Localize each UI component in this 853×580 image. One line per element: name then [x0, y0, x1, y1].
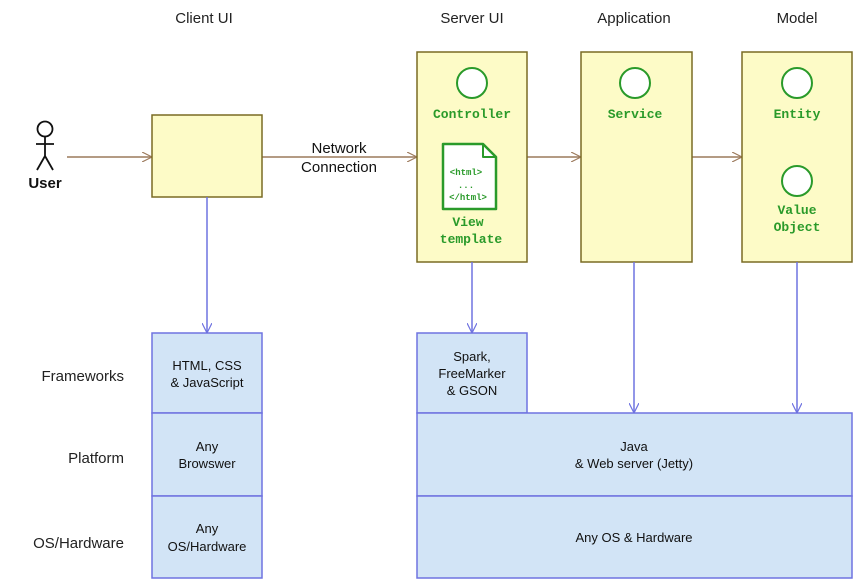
- client-platform-line2: Browswer: [178, 456, 236, 471]
- html-icon-line2: ...: [458, 181, 474, 191]
- controller-component-icon: [456, 67, 488, 99]
- view-template-label-line2: template: [440, 232, 503, 247]
- client-os-line1: Any: [196, 521, 219, 536]
- server-frameworks-line3: & GSON: [447, 383, 498, 398]
- html-file-icon: [441, 142, 498, 211]
- server-os-label: Any OS & Hardware: [575, 530, 692, 545]
- value-object-component-icon: [781, 165, 813, 197]
- row-header-os-hardware: OS/Hardware: [33, 535, 124, 552]
- network-label-line1: Network: [311, 140, 367, 157]
- client-os-layer: [151, 495, 263, 579]
- server-frameworks-line1: Spark,: [453, 349, 491, 364]
- client-frameworks-layer: [151, 332, 263, 414]
- server-platform-line2: & Web server (Jetty): [575, 456, 693, 471]
- row-header-platform: Platform: [68, 450, 124, 467]
- client-os-line2: OS/Hardware: [168, 539, 247, 554]
- column-header-server-ui: Server UI: [440, 10, 503, 27]
- entity-label: Entity: [774, 107, 821, 122]
- column-header-model: Model: [777, 10, 818, 27]
- server-platform-line1: Java: [620, 439, 648, 454]
- html-icon-line1: <html>: [450, 168, 482, 178]
- column-header-client-ui: Client UI: [175, 10, 233, 27]
- value-object-label-line1: Value: [777, 203, 816, 218]
- server-frameworks-layer: [416, 332, 528, 414]
- service-component-icon: [619, 67, 651, 99]
- user-label: User: [28, 175, 62, 192]
- value-object-label-line2: Object: [774, 220, 821, 235]
- client-frameworks-line1: HTML, CSS: [172, 358, 242, 373]
- html-icon-line3: </html>: [449, 193, 487, 203]
- user-actor-icon: [36, 120, 54, 171]
- client-platform-line1: Any: [196, 439, 219, 454]
- row-header-frameworks: Frameworks: [41, 368, 124, 385]
- service-label: Service: [608, 107, 663, 122]
- client-ui-box: [151, 114, 263, 198]
- server-frameworks-line2: FreeMarker: [438, 366, 506, 381]
- client-frameworks-line2: & JavaScript: [171, 375, 244, 390]
- entity-component-icon: [781, 67, 813, 99]
- server-os-layer: [416, 495, 853, 579]
- view-template-label-line1: View: [452, 215, 483, 230]
- client-platform-layer: [151, 412, 263, 497]
- network-label-line2: Connection: [301, 159, 377, 176]
- server-platform-layer: [416, 412, 853, 497]
- controller-label: Controller: [433, 107, 511, 122]
- column-header-application: Application: [597, 10, 670, 27]
